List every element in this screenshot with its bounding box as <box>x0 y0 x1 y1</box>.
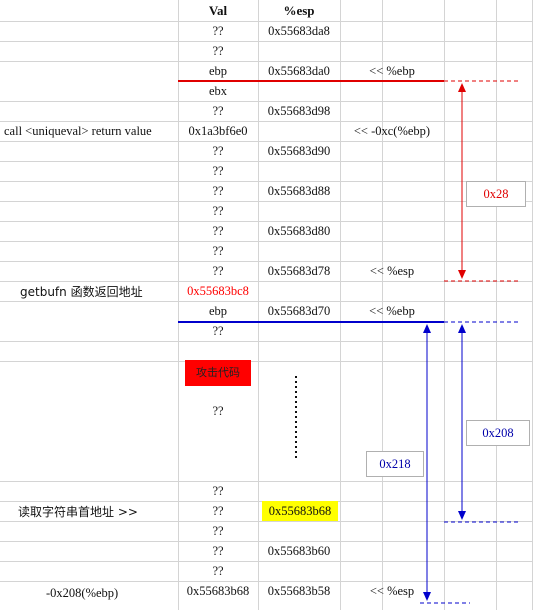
stack-val: ?? <box>212 524 224 538</box>
stack-note: << %ebp <box>369 64 415 78</box>
stack-esp: 0x55683d98 <box>267 104 331 118</box>
stack-val: ?? <box>212 224 224 238</box>
label-getbufn: getbufn 函数返回地址 <box>20 285 143 299</box>
grid-row-line <box>0 541 533 542</box>
arrow-0x28-head-bottom <box>458 270 466 279</box>
arrow-0x208-head-top <box>458 324 466 333</box>
grid-row-line <box>0 221 533 222</box>
grid-row-line <box>0 21 533 22</box>
stack-val: ?? <box>212 24 224 38</box>
stack-note: << %ebp <box>369 304 415 318</box>
stack-note: << %esp <box>369 584 415 598</box>
arrow-0x28-head-top <box>458 83 466 92</box>
stack-note: << %esp <box>369 264 415 278</box>
label-uniqueval: call <uniqueval> return value <box>4 124 152 138</box>
stack-esp: 0x55683b60 <box>267 544 331 558</box>
stack-val: ?? <box>212 324 224 338</box>
stack-val: ?? <box>212 564 224 578</box>
stack-esp: 0x55683da8 <box>268 24 330 38</box>
attack-code-block: 攻击代码 <box>185 360 251 386</box>
grid-row-line <box>0 241 533 242</box>
grid-row-line <box>0 301 533 302</box>
grid-row-line <box>0 161 533 162</box>
stack-esp: 0x55683d90 <box>267 144 331 158</box>
grid-col-line <box>178 0 179 610</box>
stack-esp: 0x55683d80 <box>267 224 331 238</box>
stack-val: ?? <box>212 264 224 278</box>
stack-esp: 0x55683d70 <box>267 304 331 318</box>
grid-row-line <box>0 61 533 62</box>
arrow-0x218-head-top <box>423 324 431 333</box>
stack-val: ebp <box>208 64 228 78</box>
grid-row-line <box>0 41 533 42</box>
grid-col-line <box>496 0 497 610</box>
dim-0x28: 0x28 <box>466 181 526 207</box>
stack-val: ?? <box>212 144 224 158</box>
grid-row-line <box>0 521 533 522</box>
stack-val: 0x55683b68 <box>186 584 250 598</box>
arrow-0x218-head-bottom <box>423 592 431 601</box>
stack-val: ?? <box>212 504 224 518</box>
grid-col-line <box>340 0 341 610</box>
grid-row-line <box>0 481 533 482</box>
stack-val: ebx <box>208 84 228 98</box>
grid-row-line <box>0 201 533 202</box>
arrow-0x208-head-bottom <box>458 511 466 520</box>
grid-row-line <box>0 261 533 262</box>
stack-esp: 0x55683d88 <box>267 184 331 198</box>
label-read-string: 读取字符串首地址 >> <box>18 505 138 519</box>
label-neg208: -0x208(%ebp) <box>46 586 119 600</box>
grid-row-line <box>0 341 533 342</box>
grid-row-line <box>0 141 533 142</box>
stack-val: ?? <box>212 244 224 258</box>
grid-row-line <box>0 181 533 182</box>
header-esp: %esp <box>283 3 315 18</box>
stack-val: ?? <box>212 184 224 198</box>
stack-val: ?? <box>212 164 224 178</box>
stack-val: ?? <box>212 44 224 58</box>
stack-val: 0x1a3bf6e0 <box>188 124 248 138</box>
stack-val: ?? <box>212 104 224 118</box>
grid-row-line <box>0 121 533 122</box>
stack-val: ?? <box>212 544 224 558</box>
stack-esp: 0x55683da0 <box>268 64 330 78</box>
header-val: Val <box>208 3 228 18</box>
stack-val: ?? <box>212 484 224 498</box>
stack-val: ebp <box>208 304 228 318</box>
grid-row-line <box>0 561 533 562</box>
stack-esp: 0x55683b58 <box>267 584 331 598</box>
grid-row-line <box>0 281 533 282</box>
grid-col-line <box>258 0 259 610</box>
stack-val: 0x55683bc8 <box>187 284 249 298</box>
grid-col-line <box>382 0 383 610</box>
stack-val: ?? <box>212 204 224 218</box>
stack-esp: 0x55683b68 <box>262 501 338 521</box>
grid-row-line <box>0 581 533 582</box>
stack-esp: 0x55683d78 <box>267 264 331 278</box>
block-val: ?? <box>212 404 224 418</box>
grid-row-line <box>0 361 533 362</box>
grid-col-line <box>444 0 445 610</box>
dim-0x208: 0x208 <box>466 420 530 446</box>
dim-0x218: 0x218 <box>366 451 424 477</box>
grid-row-line <box>0 101 533 102</box>
stack-note: << -0xc(%ebp) <box>353 124 431 138</box>
